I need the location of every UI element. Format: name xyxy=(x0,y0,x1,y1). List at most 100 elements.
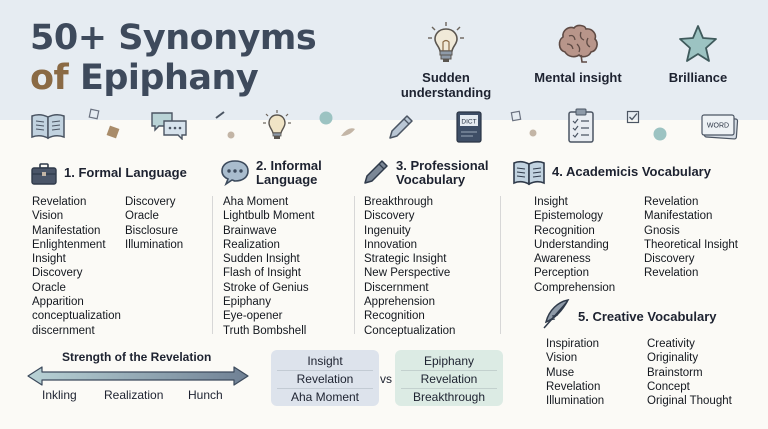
list-item: Recognition xyxy=(534,224,595,237)
hero-sudden-understanding: Sudden understanding xyxy=(396,22,496,100)
formal-heading: 1. Formal Language xyxy=(30,162,187,186)
teal-dot-icon xyxy=(653,127,667,141)
title-prefix: of xyxy=(30,58,69,98)
list-item: Conceptualization xyxy=(364,324,456,337)
quill-feather-icon xyxy=(543,298,570,329)
leaf-confetti-icon xyxy=(341,128,355,136)
hero-mental-insight: Mental insight xyxy=(530,22,626,85)
list-item: Muse xyxy=(546,366,575,379)
strength-title: Strength of the Revelation xyxy=(62,350,212,364)
header-band xyxy=(0,0,768,120)
list-item: Apparition xyxy=(32,296,84,309)
list-item: Inspiration xyxy=(546,338,600,350)
formal-heading-text: 1. Formal Language xyxy=(64,165,187,180)
list-item: Vision xyxy=(546,352,578,365)
list-item: Epiphany xyxy=(223,296,271,309)
list-item: Original Thought xyxy=(647,395,732,408)
small-lightbulb-icon xyxy=(263,110,291,139)
list-item: Discernment xyxy=(364,281,429,294)
list-item: Oracle xyxy=(32,281,66,294)
list-item: Eye-opener xyxy=(223,310,283,323)
list-item: Theoretical Insight xyxy=(644,238,738,251)
vs-label: vs xyxy=(380,372,392,386)
strength-label-realization: Realization xyxy=(104,388,164,402)
professional-heading-line-2: Vocabulary xyxy=(396,172,466,187)
list-item: Creativity xyxy=(647,338,695,350)
list-item: Ingenuity xyxy=(364,224,411,237)
comparison-item: Aha Moment xyxy=(290,390,360,404)
column-divider xyxy=(354,196,355,334)
column-divider xyxy=(500,196,501,334)
list-item: Discovery xyxy=(364,210,415,223)
title-line-1: 50+ Synonyms xyxy=(30,18,317,58)
title-line-2: of Epiphany xyxy=(30,58,316,98)
academic-list-2: Revelation Manifestation Gnosis Theoreti… xyxy=(644,195,738,281)
list-item: Apprehension xyxy=(364,296,435,309)
column-divider xyxy=(212,196,213,334)
list-item: Originality xyxy=(647,352,699,365)
strength-arrow xyxy=(27,366,249,386)
list-item: Concept xyxy=(647,380,690,393)
list-item: Comprehension xyxy=(534,281,616,294)
list-item: Aha Moment xyxy=(223,196,289,208)
list-item: Discovery xyxy=(125,196,176,208)
hero-label: Mental insight xyxy=(534,70,622,85)
list-item: Realization xyxy=(223,238,280,251)
professional-heading-text: 3. Professional Vocabulary xyxy=(396,159,488,187)
speech-bubble-icon xyxy=(221,160,249,186)
list-item: Vision xyxy=(32,210,64,223)
hero-label: Sudden understanding xyxy=(400,70,492,100)
list-item: Revelation xyxy=(546,380,601,393)
comparison-item: Revelation xyxy=(401,371,497,389)
list-item: Perception xyxy=(534,267,589,280)
star-icon xyxy=(679,25,717,62)
list-item: Flash of Insight xyxy=(223,267,301,280)
pencil-icon xyxy=(389,115,413,139)
word-card-icon: WORD xyxy=(701,114,739,140)
page-title: 50+ Synonyms of Epiphany xyxy=(30,18,317,98)
hero-label: Brilliance xyxy=(668,70,728,85)
list-item: Revelation xyxy=(644,196,699,208)
dot-confetti-icon xyxy=(227,131,235,139)
square-confetti-icon xyxy=(510,110,522,122)
creative-list-2: Creativity Originality Brainstorm Concep… xyxy=(647,337,732,408)
list-item: Discovery xyxy=(644,253,695,266)
list-item: Sudden Insight xyxy=(223,253,300,266)
list-item: Manifestation xyxy=(32,224,101,237)
creative-list-1: Inspiration Vision Muse Revelation Illum… xyxy=(546,337,604,408)
checklist-clipboard-icon xyxy=(568,108,594,143)
list-item: Oracle xyxy=(125,210,159,223)
pen-icon xyxy=(364,160,388,184)
comparison-box-left: Insight Revelation Aha Moment xyxy=(271,350,379,406)
list-item: conceptualization xyxy=(32,310,121,323)
list-item: Brainstorm xyxy=(647,366,703,379)
open-book-icon xyxy=(31,113,65,140)
informal-heading: 2. Informal Language xyxy=(220,158,322,187)
briefcase-icon xyxy=(31,163,57,185)
list-item: discernment xyxy=(32,324,95,337)
list-item: Understanding xyxy=(534,238,609,251)
comparison-item: Breakthrough xyxy=(412,390,486,404)
comparison-item: Revelation xyxy=(277,371,373,389)
comparison-item: Insight xyxy=(277,353,373,371)
formal-list-1: Revelation Vision Manifestation Enlighte… xyxy=(32,195,121,338)
comparison-item: Epiphany xyxy=(401,353,497,371)
check-box-icon xyxy=(626,110,640,124)
list-item: Enlightenment xyxy=(32,238,106,251)
formal-list-2: Discovery Oracle Bisclosure Illumination xyxy=(125,195,183,252)
dict-label: DICT xyxy=(461,119,476,126)
academic-heading-text: 4. Academicis Vocabulary xyxy=(552,164,711,179)
informal-heading-line-1: 2. Informal xyxy=(256,158,322,173)
title-main-word: Epiphany xyxy=(68,58,259,98)
strength-label-inkling: Inkling xyxy=(42,388,77,402)
list-item: Innovation xyxy=(364,238,418,251)
dictionary-icon: DICT xyxy=(456,111,482,143)
list-item: Breakthrough xyxy=(364,196,434,208)
list-item: Insight xyxy=(534,196,568,208)
informal-heading-line-2: Language xyxy=(256,172,318,187)
brown-square-confetti-icon xyxy=(106,125,120,139)
informal-heading-text: 2. Informal Language xyxy=(256,159,322,187)
teal-dot-icon xyxy=(319,111,333,125)
creative-heading: 5. Creative Vocabulary xyxy=(540,298,717,330)
academic-heading: 4. Academicis Vocabulary xyxy=(512,160,711,186)
